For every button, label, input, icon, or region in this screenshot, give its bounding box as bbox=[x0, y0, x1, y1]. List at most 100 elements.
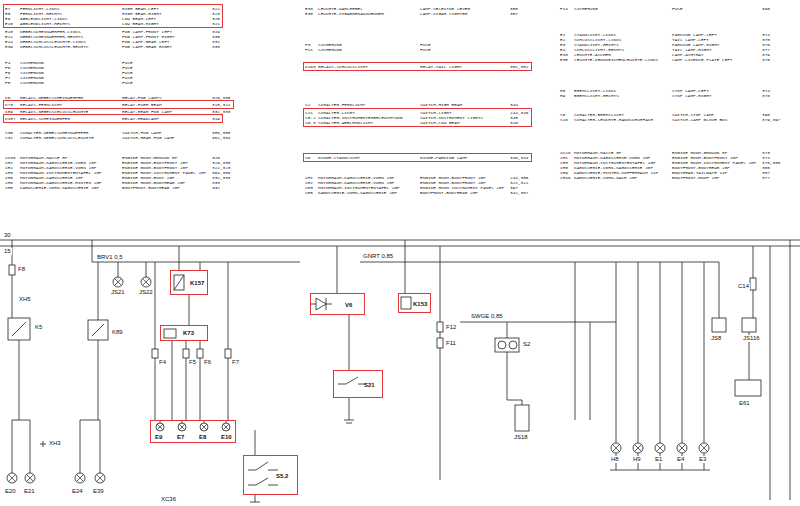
relay-box: K157 bbox=[170, 270, 208, 295]
legend-cell: 333 bbox=[212, 180, 220, 185]
legend-cell: XH3 bbox=[560, 160, 568, 165]
legend-cell: RELAIS-SCHLUSSLICHT bbox=[318, 64, 368, 69]
legend-cell: ENGINE ROOM-BODYFRONT 20P bbox=[122, 165, 188, 170]
legend-cell: FERNLICHT-RECHTS bbox=[20, 11, 62, 16]
component-label: S2 bbox=[522, 341, 531, 348]
legend-cell: HIGH BEAM-RIGHT bbox=[122, 11, 162, 16]
legend-cell: 320,321 bbox=[212, 102, 230, 107]
legend-cell: E38 bbox=[305, 11, 313, 16]
legend-cell: XH3 bbox=[5, 170, 13, 175]
legend-cell: 374 bbox=[762, 88, 770, 93]
legend-cell: XH2 bbox=[5, 165, 13, 170]
legend-cell: STANDLICHT-RECHTS bbox=[574, 42, 619, 47]
legend-cell: XH6 bbox=[5, 180, 13, 185]
legend-cell: NEBELSCHEINWERFER-LINKS bbox=[20, 29, 81, 34]
legend-cell: 244,358 bbox=[510, 175, 528, 180]
legend-cell: E24 bbox=[5, 39, 13, 44]
legend-cell: ENGINE ROOM-BODY 20P bbox=[122, 175, 175, 180]
highlighted-legend-row: E7FERNLICHT-LINKSHIGH BEAM-LEFT322E8FERN… bbox=[3, 4, 223, 28]
legend-cell: XH8 bbox=[5, 185, 13, 190]
wire-connector bbox=[172, 341, 173, 420]
legend-cell: MOTORRAUM-MASSE 8P bbox=[20, 155, 67, 160]
legend-cell: K157 bbox=[5, 116, 16, 121]
legend-cell: E3 bbox=[560, 42, 565, 47]
component-label: SWGE 0,85 bbox=[470, 313, 504, 320]
component-label: E4 bbox=[676, 456, 685, 463]
component-label: E7 bbox=[177, 434, 184, 441]
legend-cell: 374 bbox=[762, 155, 770, 160]
component-label: E9 bbox=[155, 434, 162, 441]
legend-cell: E10 bbox=[5, 21, 13, 26]
legend-cell: ENGINE ROOM-BODYREAR 20P bbox=[122, 180, 185, 185]
component-label: S5.2 bbox=[276, 473, 288, 480]
legend-cell: ENGINE ROOM-INSTRUMENT PANEL 20P bbox=[122, 170, 206, 175]
legend-cell: S30 bbox=[5, 130, 13, 135]
highlighted-legend-row: S21SCHALTER-LICHTSWITCH-LIGHT244,346S5.2… bbox=[303, 108, 532, 127]
component-label: E1 bbox=[654, 456, 663, 463]
component-label: E39 bbox=[92, 488, 105, 495]
legend-cell: 342,367 bbox=[510, 190, 528, 195]
legend-cell: 362,334 bbox=[212, 135, 230, 140]
legend-cell: DIODE-STANDLICHT bbox=[318, 155, 360, 160]
legend-cell: XH1 bbox=[305, 175, 313, 180]
legend-cell: E7 bbox=[5, 6, 10, 11]
legend-cell: SICHERUNG bbox=[20, 65, 44, 70]
legend-cell: MOTORRAUM-KAROSSERIE 20P bbox=[20, 175, 83, 180]
legend-cell: SWITCH-LOW BEAM bbox=[420, 120, 460, 125]
legend-cell: E33 bbox=[305, 6, 313, 11]
legend-cell: LOW BEAM-LEFT bbox=[122, 16, 156, 21]
component-label: F12 bbox=[445, 324, 457, 331]
legend-cell: SCHALTER-LICHT bbox=[318, 110, 355, 115]
legend-cell: RELAY-TAIL LIGHT bbox=[420, 64, 462, 69]
legend-cell: XH3 bbox=[305, 185, 313, 190]
legend-cell: LOW BEAM-RIGHT bbox=[122, 21, 159, 26]
legend-cell: MOTORRAUM-KAROSSERIE-VORN 20P bbox=[20, 160, 96, 165]
legend-cell: SWITCH-INSTRUMENT LIGHTS bbox=[420, 115, 483, 120]
component-label: E3 bbox=[698, 456, 707, 463]
legend-cell: E8 bbox=[5, 11, 10, 16]
legend-cell: E4 bbox=[560, 47, 565, 52]
component-label: E61 bbox=[738, 400, 751, 407]
switch-box: S21 bbox=[333, 370, 383, 398]
legend-cell: FUSE bbox=[420, 47, 431, 52]
legend-cell: 380 bbox=[762, 165, 770, 170]
legend-cell: F14 bbox=[560, 6, 568, 11]
component-label: F7 bbox=[231, 359, 240, 366]
legend-cell: 376 bbox=[762, 93, 770, 98]
legend-cell: 332 bbox=[212, 39, 220, 44]
legend-cell: 321 bbox=[212, 21, 220, 26]
legend-cell: ENGINE ROOM-GROUND 8P bbox=[672, 150, 727, 155]
legend-cell: BODYREAR-TAILGATE 14P bbox=[672, 170, 727, 175]
component-label: E21 bbox=[23, 488, 36, 495]
legend-cell: H8 bbox=[560, 88, 565, 93]
legend-cell: SCHALTER-FERNLICHT bbox=[318, 102, 365, 107]
legend-cell: E33 bbox=[560, 52, 568, 57]
component-label: K89 bbox=[111, 329, 124, 336]
legend-cell: KAROSSERIE-HINTEN-KOFFERRAUM 14P bbox=[574, 170, 658, 175]
legend-cell: 373 bbox=[762, 150, 770, 155]
legend-cell: 379,397 bbox=[762, 117, 780, 122]
legend-cell: FOG LAMP-FRONT RIGHT bbox=[122, 34, 175, 39]
legend-cell: ENGINE ROOM-INSTRUMENT PANEL 20P bbox=[420, 185, 504, 190]
legend-cell: KAROSSERIE-VORN-KAROSSERIE 20P bbox=[20, 185, 99, 190]
component-label: BRV1 0,5 bbox=[96, 254, 124, 261]
legend-cell: DIODE-PARKING LAMP bbox=[420, 155, 467, 160]
legend-cell: 323 bbox=[212, 11, 220, 16]
legend-cell: MOTORRAUM-INSTRUMENTENTAFEL 20P bbox=[20, 170, 102, 175]
legend-cell: E21 bbox=[5, 34, 13, 39]
legend-cell: FERNLICHT-LINKS bbox=[20, 6, 60, 11]
legend-cell: S2 bbox=[305, 102, 310, 107]
wire-connector bbox=[189, 295, 190, 325]
legend-cell: LEUCHTE-KENNZEICHENLEUCHTE-LINKS bbox=[574, 57, 658, 62]
legend-cell: XH2 bbox=[305, 180, 313, 185]
highlighted-legend-row: K157RELAIS-SCHEINWERFERRELAY-HEADLAMP319 bbox=[3, 114, 223, 123]
legend-cell: RELAY-REAR FOG LAMP bbox=[122, 109, 172, 114]
legend-cell: RELAY-HIGH BEAM bbox=[122, 102, 162, 107]
legend-cell: XH5 bbox=[5, 175, 13, 180]
component-label: XC36 bbox=[160, 496, 177, 503]
legend-cell: MOTORRAUM-INSTRUMENTENTAFEL 20P bbox=[318, 185, 400, 190]
legend-cell: E39 bbox=[5, 44, 13, 49]
legend-cell: 376,386 bbox=[762, 160, 780, 165]
legend-cell: XC26 bbox=[560, 150, 571, 155]
component-label: F11 bbox=[445, 340, 457, 347]
